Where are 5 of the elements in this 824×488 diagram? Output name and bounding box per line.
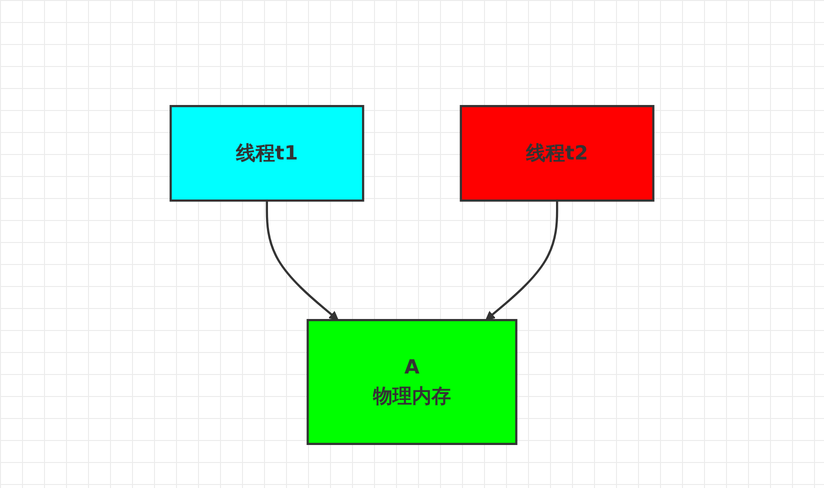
arrow bbox=[266, 200, 339, 321]
node-box: 线程t1 bbox=[170, 105, 364, 202]
arrow bbox=[485, 200, 558, 321]
node-box: 线程t2 bbox=[460, 105, 654, 202]
node-box: A 物理内存 bbox=[306, 319, 518, 445]
